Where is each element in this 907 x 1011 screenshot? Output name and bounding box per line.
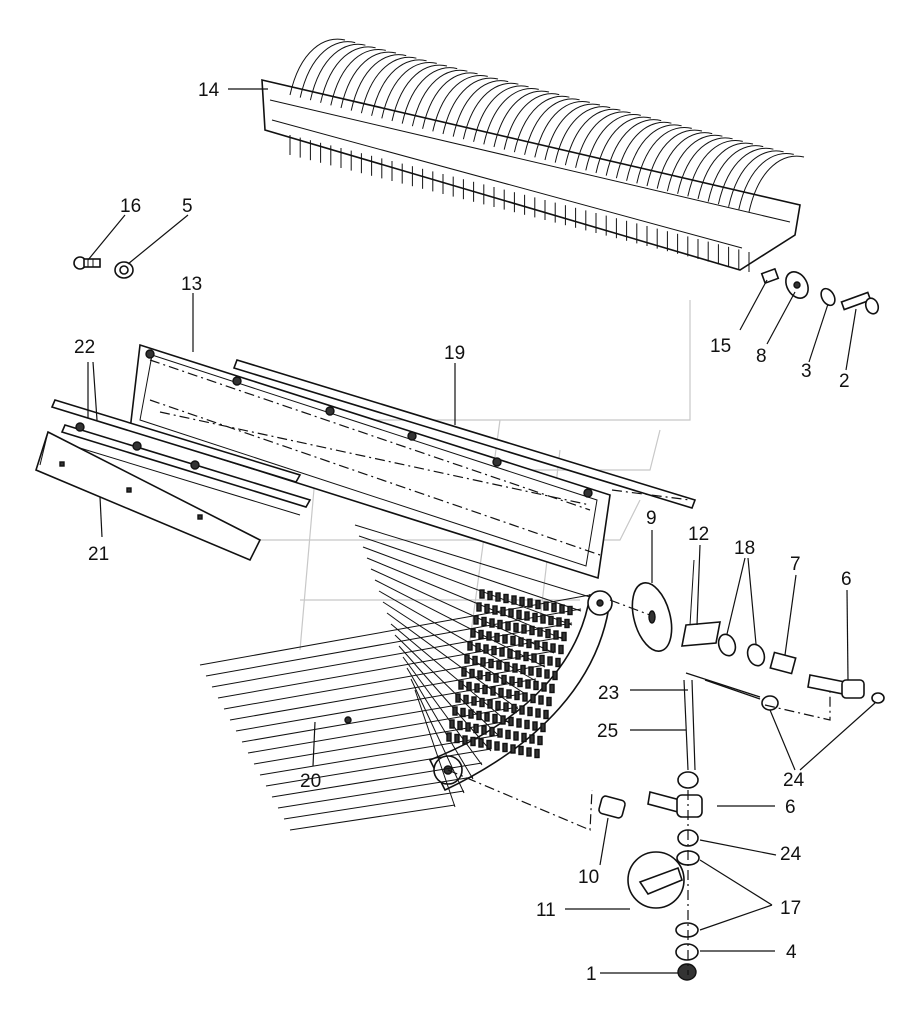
threaded-rod-23 bbox=[685, 672, 761, 700]
concave-grate-20 bbox=[199, 524, 613, 831]
nut-1 bbox=[677, 963, 697, 981]
callout-4: 4 bbox=[786, 942, 797, 963]
nut-24-mid bbox=[677, 771, 699, 789]
callout-13: 13 bbox=[181, 274, 202, 295]
plate-11 bbox=[627, 851, 685, 909]
callout-24-upper: 24 bbox=[783, 770, 805, 791]
tine-bar-14 bbox=[261, 38, 805, 272]
bushing-15 bbox=[760, 267, 780, 285]
rail-22 bbox=[50, 399, 312, 516]
callout-20: 20 bbox=[300, 771, 321, 792]
callout-10: 10 bbox=[578, 867, 599, 888]
callout-18: 18 bbox=[734, 538, 755, 559]
stud-25 bbox=[683, 679, 696, 771]
leader-lines bbox=[87, 88, 876, 974]
callout-21: 21 bbox=[88, 544, 109, 565]
callout-7: 7 bbox=[790, 554, 801, 575]
callout-22: 22 bbox=[74, 337, 95, 358]
disc-9 bbox=[631, 582, 673, 652]
nut-24-upper bbox=[761, 692, 885, 711]
bushing-10 bbox=[598, 795, 626, 819]
washer-8 bbox=[785, 271, 809, 299]
strip-19 bbox=[232, 359, 697, 509]
callout-15: 15 bbox=[710, 336, 731, 357]
adjuster-6-upper bbox=[807, 674, 865, 699]
bolt-16 bbox=[73, 256, 101, 270]
lock-washer-3 bbox=[820, 287, 836, 307]
callout-2: 2 bbox=[839, 371, 850, 392]
callout-6-upper: 6 bbox=[841, 569, 852, 590]
callout-9: 9 bbox=[646, 508, 657, 529]
adjuster-6-lower bbox=[647, 791, 703, 818]
callout-24-lower: 24 bbox=[780, 844, 802, 865]
washer-4 bbox=[675, 943, 699, 961]
callout-23: 23 bbox=[598, 683, 619, 704]
callout-16: 16 bbox=[120, 196, 141, 217]
callout-3: 3 bbox=[801, 361, 812, 382]
washers-18 bbox=[717, 633, 766, 667]
callout-labels: 14 16 5 13 22 19 15 8 3 2 21 9 12 18 7 6… bbox=[74, 80, 852, 985]
callout-14: 14 bbox=[198, 80, 220, 101]
screen-frame-13 bbox=[129, 343, 611, 580]
bracket-12 bbox=[681, 559, 721, 647]
callout-19: 19 bbox=[444, 343, 465, 364]
nut-5 bbox=[114, 261, 134, 279]
assembly-lines bbox=[447, 489, 831, 975]
sleeve-7 bbox=[769, 651, 797, 675]
watermark-logo bbox=[260, 300, 691, 651]
bolt-2 bbox=[840, 291, 880, 315]
callout-11: 11 bbox=[536, 900, 556, 921]
callout-6-lower: 6 bbox=[785, 797, 796, 818]
washer-17-lower bbox=[675, 922, 699, 938]
callout-8: 8 bbox=[756, 346, 767, 367]
angle-rail-21 bbox=[35, 430, 262, 562]
callout-5: 5 bbox=[182, 196, 193, 217]
callout-1: 1 bbox=[586, 964, 597, 985]
callout-12: 12 bbox=[688, 524, 709, 545]
callout-25: 25 bbox=[597, 721, 618, 742]
callout-17: 17 bbox=[780, 898, 801, 919]
